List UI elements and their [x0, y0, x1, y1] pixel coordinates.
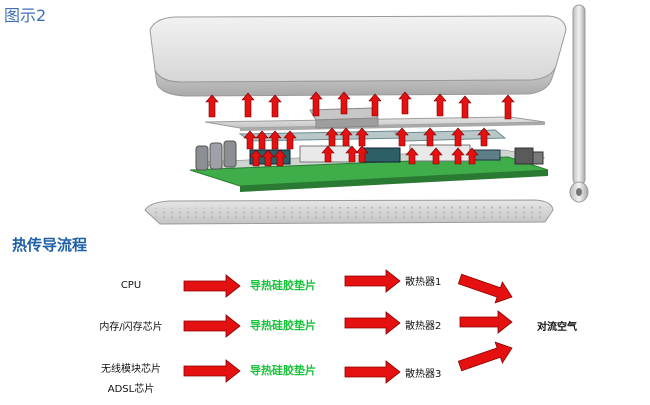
flow-arrow — [459, 310, 513, 334]
heatsink-label-1: 散热器1 — [405, 277, 442, 288]
flow-arrow — [344, 269, 401, 293]
flow-arrow — [183, 314, 241, 338]
heat-up-arrow — [337, 91, 351, 115]
heat-up-arrow — [355, 145, 369, 163]
source-memory-flash: 内存/闪存芯片 — [99, 322, 163, 333]
heat-up-arrow — [325, 127, 339, 147]
heat-up-arrow — [429, 147, 443, 165]
heat-up-arrow — [255, 130, 269, 150]
heat-up-arrow — [241, 92, 255, 118]
heat-up-arrow — [273, 149, 287, 167]
flow-arrow — [457, 273, 513, 304]
heat-up-arrow — [405, 147, 419, 165]
heat-up-arrow — [283, 130, 297, 150]
heat-up-arrow — [501, 94, 515, 120]
top-cover — [149, 15, 567, 97]
heat-up-arrow — [355, 127, 369, 147]
destination-convection-air: 对流空气 — [537, 322, 577, 333]
source-adsl-chip: ADSL芯片 — [107, 384, 155, 395]
heat-up-arrow — [451, 127, 465, 147]
bottom-base — [144, 199, 554, 225]
heat-arrows — [205, 91, 515, 167]
flow-arrow — [457, 341, 513, 372]
flow-arrow — [344, 311, 401, 335]
heat-up-arrow — [249, 149, 263, 167]
heat-up-arrow — [205, 94, 219, 118]
antenna — [569, 4, 589, 203]
figure-label: 图示2 — [4, 6, 47, 25]
heat-up-arrow — [261, 149, 275, 167]
thermal-pad-label-3: 导热硅胶垫片 — [250, 364, 316, 377]
heat-up-arrow — [345, 145, 359, 163]
heat-up-arrow — [243, 130, 257, 150]
heat-up-arrow — [395, 127, 409, 147]
heatsink-label-2: 散热器2 — [405, 321, 442, 332]
heat-up-arrow — [368, 93, 382, 117]
source-wireless-module: 无线模块芯片 — [101, 364, 161, 375]
heat-up-arrow — [451, 147, 465, 165]
flow-arrow — [344, 360, 401, 384]
heat-up-arrow — [465, 147, 479, 165]
heat-up-arrow — [321, 145, 335, 163]
flow-title: 热传导流程 — [12, 236, 88, 254]
heat-up-arrow — [268, 130, 282, 150]
heat-up-arrow — [398, 91, 412, 115]
thermal-pad-label-2: 导热硅胶垫片 — [250, 319, 316, 332]
heat-up-arrow — [268, 94, 282, 118]
heat-up-arrow — [309, 91, 323, 117]
source-cpu: CPU — [120, 280, 142, 291]
flow-arrow — [183, 274, 241, 298]
heat-up-arrow — [423, 127, 437, 147]
heat-up-arrow — [477, 127, 491, 147]
flow-arrow — [183, 359, 241, 383]
heat-up-arrow — [339, 127, 353, 147]
thermal-pad-label-1: 导热硅胶垫片 — [250, 279, 316, 292]
heat-up-arrow — [458, 95, 472, 119]
heatsink-label-3: 散热器3 — [405, 369, 442, 380]
pcb-board — [189, 129, 549, 192]
heat-up-arrow — [433, 93, 447, 117]
flow-arrows — [183, 269, 513, 384]
